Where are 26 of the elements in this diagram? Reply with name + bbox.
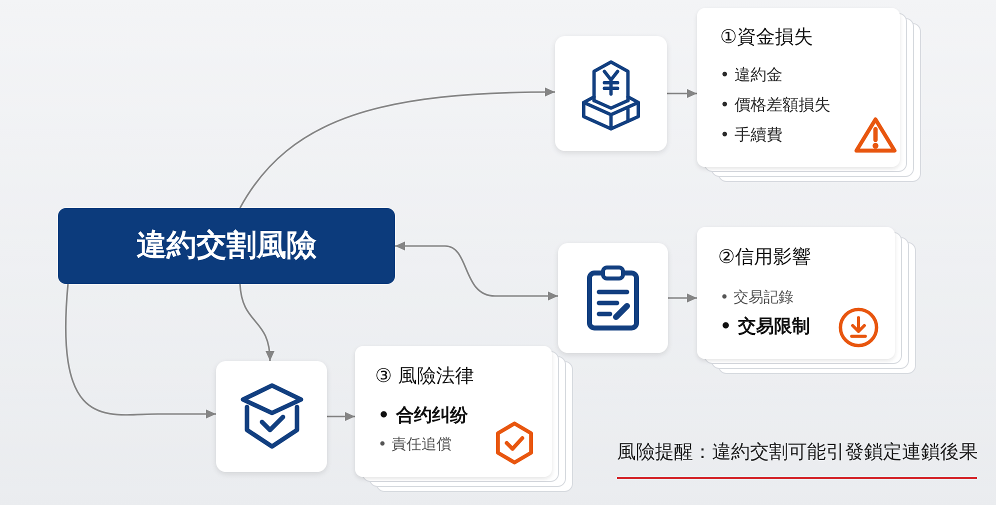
bullet-item: • 交易記錄 — [720, 288, 794, 306]
icon-tile — [558, 243, 668, 353]
bullet-item: • 責任追償 — [378, 435, 452, 453]
arrow — [239, 284, 274, 362]
risk-note: 風險提醒：違約交割可能引發鎖定連鎖後果 — [617, 441, 978, 464]
info-card — [355, 346, 552, 477]
topic-title: 違約交割風險 — [136, 228, 318, 264]
topic-box — [58, 208, 395, 284]
bullet-item: • 手續費 — [720, 125, 783, 144]
card-heading: ②信用影響 — [718, 246, 812, 269]
bullet-item: • 價格差額損失 — [720, 95, 831, 114]
arrow — [668, 294, 697, 302]
bullet-item: • 違約金 — [720, 65, 783, 84]
card-heading: ①資金損失 — [720, 26, 814, 49]
card-heading: ③ 風險法律 — [375, 365, 474, 388]
bullet-item: • 合约纠纷 — [378, 405, 468, 427]
double-headed-arrow — [395, 242, 558, 300]
arrow — [667, 89, 697, 98]
icon-tile — [216, 361, 327, 472]
info-card — [697, 227, 895, 359]
arrow — [327, 412, 355, 421]
arrow — [239, 88, 556, 208]
bullet-item: • 交易限制 — [720, 316, 810, 338]
icon-tile — [555, 36, 667, 151]
info-card — [697, 8, 900, 167]
arrow — [65, 284, 216, 418]
